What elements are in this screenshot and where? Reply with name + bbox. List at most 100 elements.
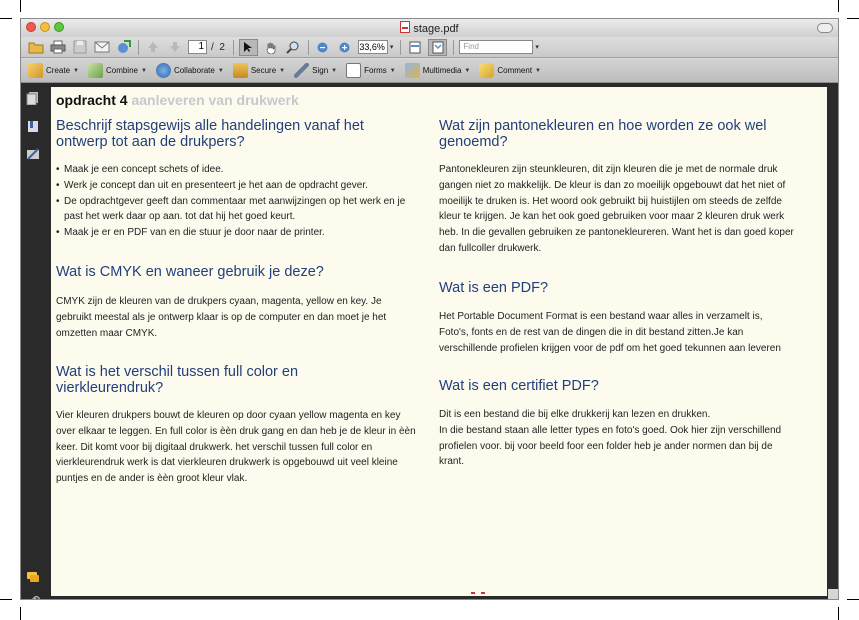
pdf-page: opdracht 4 aanleveren van drukwerk Besch…	[51, 87, 827, 596]
chevron-down-icon: ▼	[217, 67, 224, 74]
attachments-panel-icon[interactable]	[26, 595, 40, 600]
answer-line: In die bestand staan alle letter types e…	[439, 424, 782, 468]
page-count: / 2	[211, 42, 225, 53]
crop-mark	[847, 599, 859, 600]
chevron-down-icon: ▼	[389, 67, 396, 74]
page-number-input[interactable]: 1	[188, 40, 207, 54]
answer-text: Vier kleuren drukpers bouwt de kleuren o…	[56, 410, 416, 485]
crop-mark	[0, 599, 12, 600]
comments-panel-icon[interactable]	[26, 571, 40, 584]
minimize-button[interactable]	[40, 22, 50, 32]
heading-number: 4	[119, 92, 128, 108]
task-label: Multimedia	[422, 66, 462, 75]
heading-prefix: opdracht	[56, 92, 116, 108]
find-input[interactable]: Find	[459, 40, 534, 54]
task-label: Secure	[250, 66, 277, 75]
answer-text: Pantonekleuren zijn steunkleuren, dit zi…	[439, 164, 794, 254]
zoom-button[interactable]	[54, 22, 64, 32]
crop-mark	[20, 0, 21, 12]
answer-text: Dit is een bestand die bij elke drukkeri…	[439, 407, 789, 470]
window-controls	[26, 22, 64, 32]
email-icon[interactable]	[93, 40, 110, 55]
pdf-file-icon	[400, 21, 411, 33]
window-title-text: stage.pdf	[413, 23, 459, 35]
zoom-level-field[interactable]: 33,6%	[357, 40, 388, 54]
pages-panel-icon[interactable]	[26, 92, 40, 105]
marquee-zoom-icon[interactable]	[285, 40, 302, 55]
answer-line: Dit is een bestand die bij elke drukkeri…	[439, 409, 711, 420]
zoom-in-icon[interactable]	[336, 40, 353, 55]
hand-tool-icon[interactable]	[263, 40, 280, 55]
toolbar-toggle-button[interactable]	[817, 23, 833, 33]
chevron-down-icon: ▼	[464, 67, 471, 74]
task-sign[interactable]: Sign▼	[294, 63, 337, 78]
question-heading: Wat is CMYK en waneer gebruik je deze?	[56, 264, 324, 280]
window-title: stage.pdf	[21, 21, 838, 35]
heading-subtitle: aanleveren van drukwerk	[131, 92, 299, 108]
task-forms[interactable]: Forms▼	[346, 63, 396, 78]
toolbar-separator	[307, 39, 309, 55]
zoom-dropdown-icon[interactable]: ▾	[389, 44, 394, 51]
chevron-down-icon: ▼	[140, 67, 147, 74]
navigation-sidebar	[21, 83, 47, 600]
task-combine[interactable]: Combine▼	[87, 63, 147, 78]
title-bar: stage.pdf	[21, 19, 838, 38]
question-heading: Wat is een certifiet PDF?	[439, 378, 599, 394]
task-create[interactable]: Create▼	[28, 63, 79, 78]
toolbar-separator	[453, 39, 455, 55]
chevron-down-icon: ▼	[331, 67, 338, 74]
question-heading: Wat zijn pantonekleuren en hoe worden ze…	[439, 118, 767, 150]
resize-corner[interactable]	[828, 589, 838, 599]
crop-mark	[847, 18, 859, 19]
find-dropdown-icon[interactable]: ▾	[535, 44, 539, 51]
list-item: Maak je er en PDF van en die stuur je do…	[56, 225, 416, 241]
question-heading: Beschrijf stapsgewijs alle handelingen v…	[56, 118, 364, 150]
print-icon[interactable]	[49, 40, 66, 55]
task-multimedia[interactable]: Multimedia▼	[404, 63, 471, 78]
zoom-out-icon[interactable]	[314, 40, 331, 55]
task-collaborate[interactable]: Collaborate▼	[155, 63, 224, 78]
forms-icon	[346, 63, 362, 78]
page-marks	[471, 592, 491, 594]
crop-mark	[20, 607, 21, 620]
page-separator: /	[211, 41, 214, 53]
task-label: Combine	[105, 66, 138, 75]
list-item: Werk je concept dan uit en presenteert j…	[56, 178, 416, 194]
signatures-panel-icon[interactable]	[26, 148, 40, 161]
previous-page-icon[interactable]	[144, 40, 161, 55]
document-view[interactable]: opdracht 4 aanleveren van drukwerk Besch…	[47, 83, 838, 599]
pen-icon	[294, 63, 310, 78]
main-toolbar: 1 / 2 33,6% ▾ Find ▾	[21, 37, 838, 58]
steps-list: Maak je een concept schets of idee. Werk…	[56, 162, 416, 241]
page-total: 2	[219, 41, 225, 53]
toolbar-separator	[138, 39, 139, 55]
lock-icon	[232, 63, 248, 78]
save-icon[interactable]	[71, 40, 88, 55]
fit-page-icon[interactable]	[406, 40, 423, 55]
fit-width-icon[interactable]	[428, 38, 448, 56]
close-button[interactable]	[26, 22, 36, 32]
bookmarks-panel-icon[interactable]	[26, 120, 40, 133]
select-tool-icon[interactable]	[238, 38, 258, 56]
task-label: Create	[46, 66, 71, 75]
open-folder-icon[interactable]	[27, 40, 44, 55]
crop-mark	[0, 18, 12, 19]
list-item: De opdrachtgever geeft dan commentaar me…	[56, 194, 416, 226]
answer-text: CMYK zijn de kleuren van de drukpers cya…	[56, 296, 387, 339]
task-comment[interactable]: Comment▼	[479, 63, 541, 78]
next-page-icon[interactable]	[166, 40, 183, 55]
chevron-down-icon: ▼	[535, 67, 541, 74]
task-label: Sign	[312, 66, 329, 75]
task-secure[interactable]: Secure▼	[232, 63, 285, 78]
create-icon	[28, 63, 43, 78]
question-heading: Wat is een PDF?	[439, 280, 549, 296]
answer-text: Het Portable Document Format is een best…	[439, 311, 781, 354]
comment-icon	[479, 63, 495, 78]
upload-icon[interactable]	[115, 40, 132, 55]
list-item: Maak je een concept schets of idee.	[56, 162, 416, 178]
collaborate-icon	[155, 63, 171, 78]
task-label: Comment	[497, 66, 533, 75]
multimedia-icon	[404, 63, 420, 78]
tasks-toolbar: Create▼ Combine▼ Collaborate▼ Secure▼ Si…	[21, 59, 838, 83]
toolbar-separator	[400, 39, 402, 55]
